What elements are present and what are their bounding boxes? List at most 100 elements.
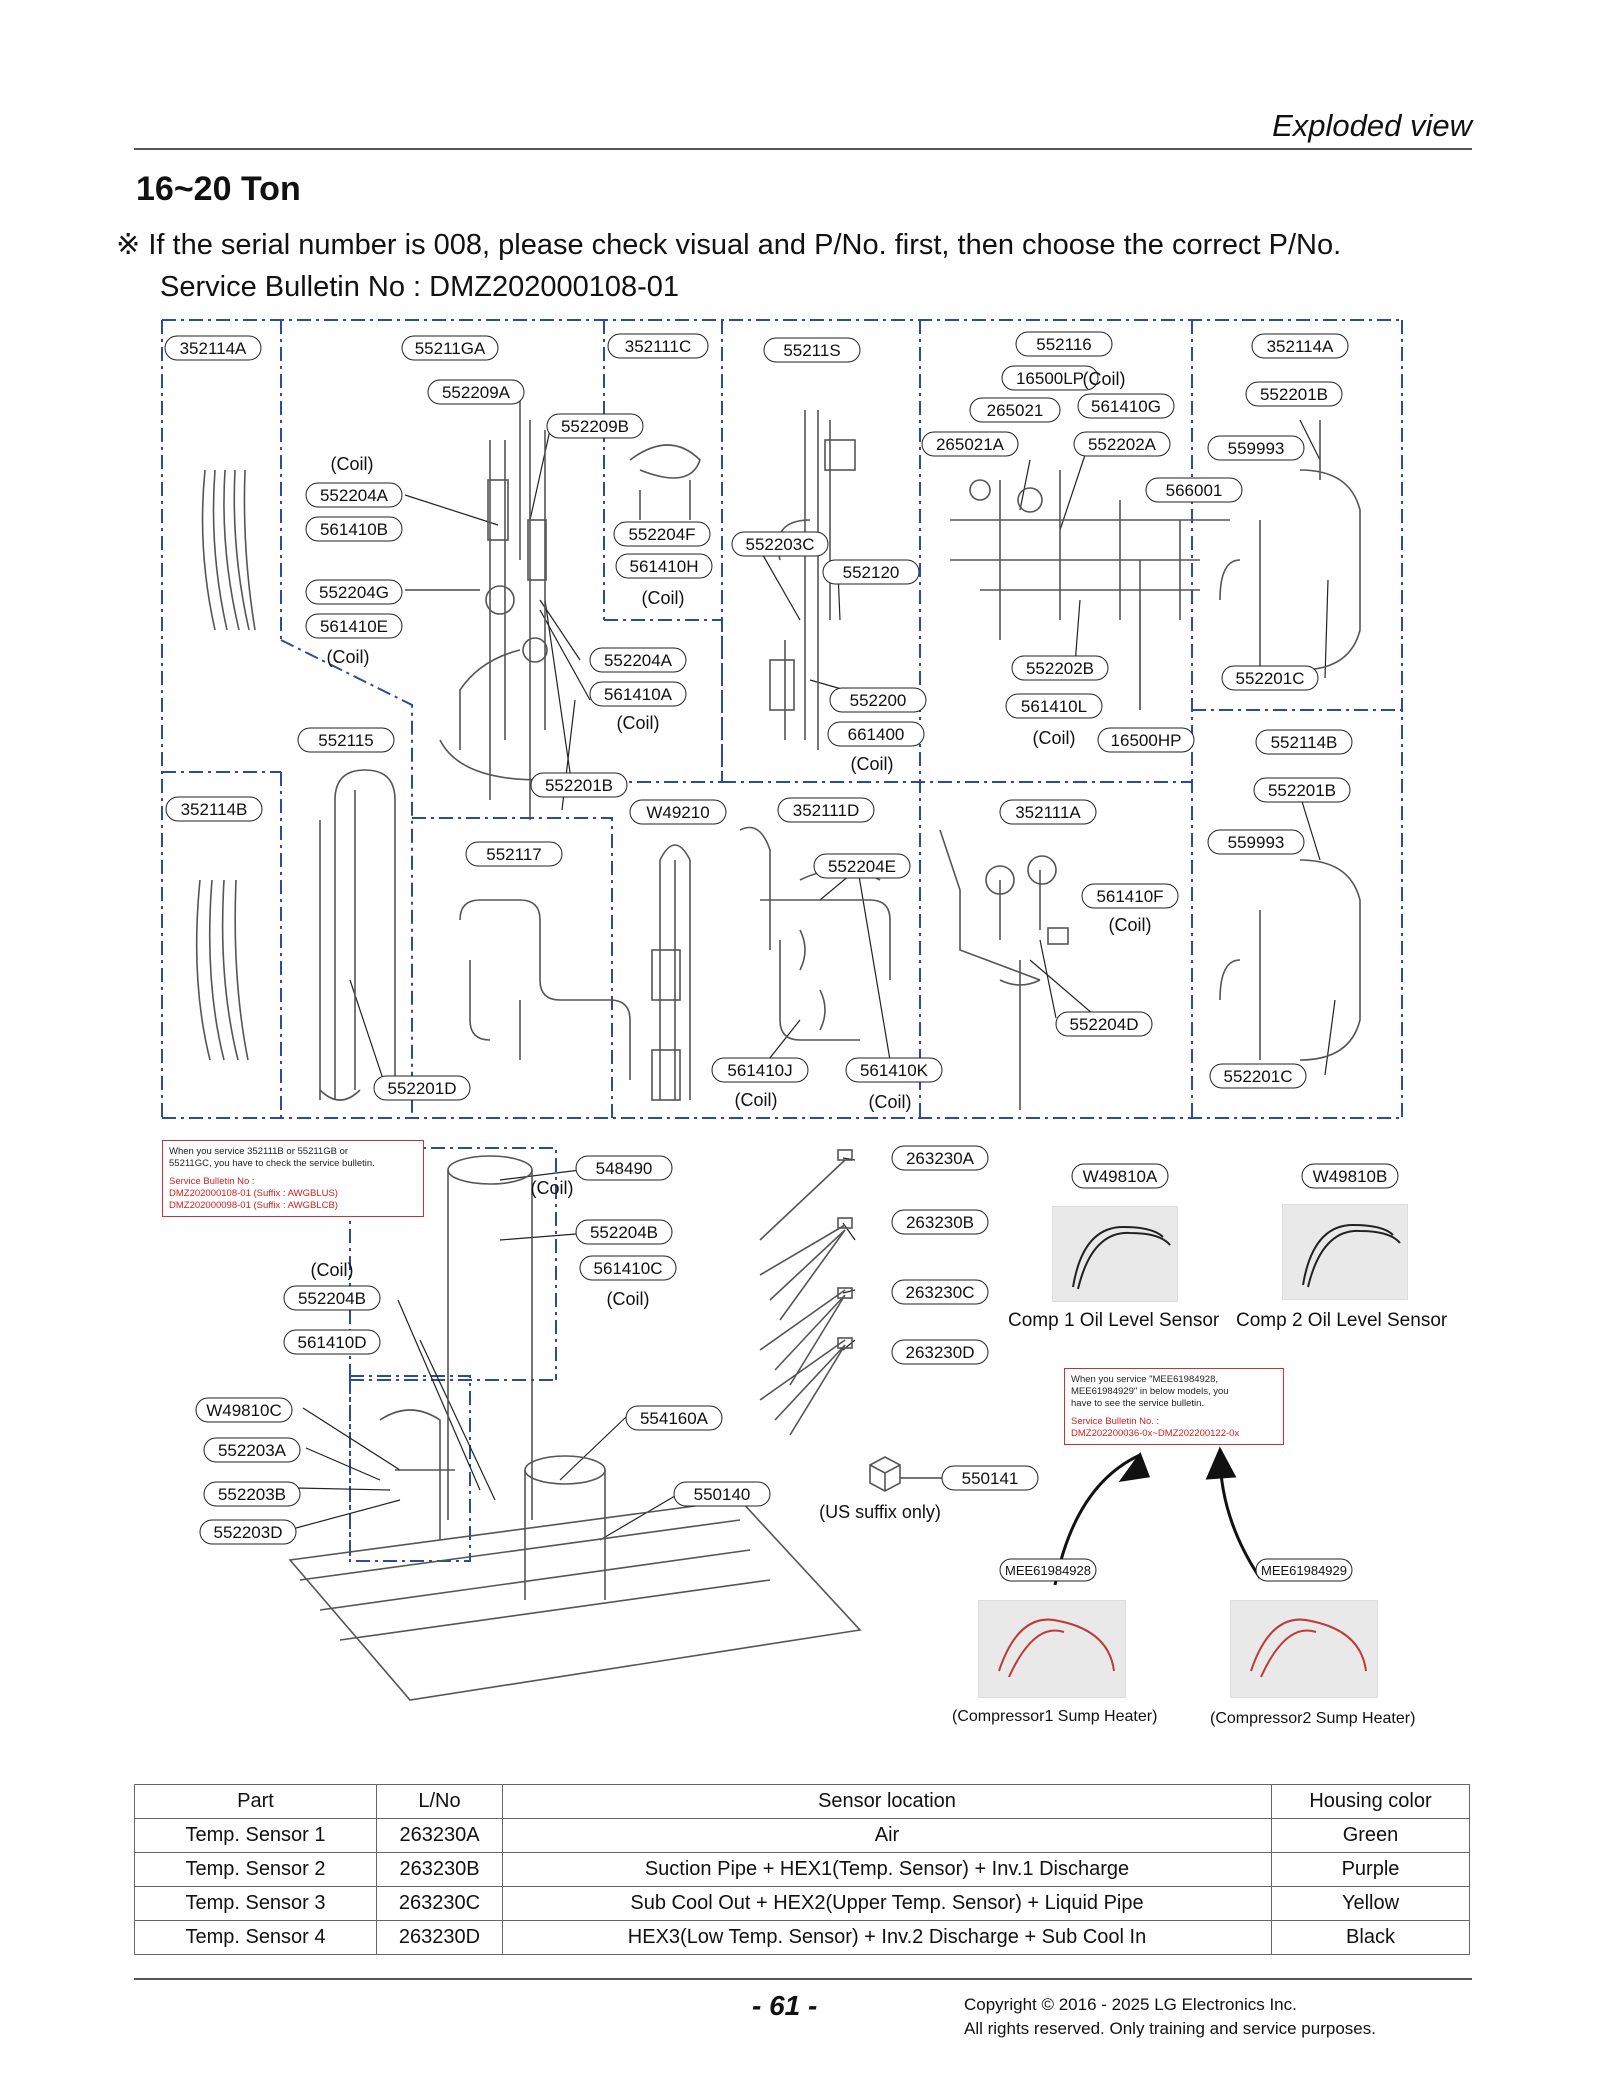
bulletin-number: DMZ202000098-01 (Suffix : AWGBLCB) [169, 1199, 338, 1211]
oil-sensor-2-photo [1282, 1204, 1408, 1300]
callout-561410F: 561410F [1081, 883, 1179, 909]
pipe-55211S [769, 410, 856, 750]
svg-text:552116: 552116 [1036, 335, 1091, 354]
callout-559993-bottom: 559993 [1207, 829, 1305, 855]
callout-55211GA: 55211GA [401, 335, 499, 361]
table-row: Temp. Sensor 1 263230A Air Green [134, 1818, 1470, 1853]
svg-text:265021: 265021 [987, 401, 1044, 420]
svg-text:552200: 552200 [850, 691, 907, 710]
coil-label: (Coil) [331, 454, 374, 474]
callout-550140: 550140 [673, 1481, 771, 1507]
manifold-552116 [950, 470, 1230, 710]
sump-heater-2-photo [1230, 1600, 1378, 1698]
callout-552204A-mid: 552204A [589, 647, 687, 673]
svg-text:561410K: 561410K [860, 1061, 929, 1080]
callout-561410K: 561410K [845, 1057, 943, 1083]
pipe-552115 [319, 769, 396, 1101]
oil-sensor-2-caption: Comp 2 Oil Level Sensor [1236, 1310, 1448, 1331]
svg-text:552201B: 552201B [1268, 781, 1336, 800]
callout-552204F: 552204F [613, 521, 711, 547]
svg-text:16500HP: 16500HP [1111, 731, 1182, 750]
svg-text:552203A: 552203A [218, 1441, 287, 1460]
callout-352111C: 352111C [607, 333, 709, 359]
section-header: Exploded view [1272, 108, 1472, 143]
coil-label: (Coil) [642, 588, 685, 608]
callout-561410E: 561410E [305, 613, 403, 639]
bulletin-number-label: Service Bulletin No : [169, 1175, 255, 1187]
svg-text:552120: 552120 [843, 563, 900, 582]
callout-263230B: 263230B [891, 1209, 989, 1235]
table-cell: Yellow [1271, 1886, 1470, 1921]
table-cell: 263230C [376, 1886, 503, 1921]
callout-552201B-right: 552201B [1253, 777, 1351, 803]
svg-text:552201C: 552201C [1235, 669, 1304, 688]
serial-note: ※ If the serial number is 008, please ch… [116, 229, 1342, 261]
callout-552201C-bottom: 552201C [1209, 1063, 1307, 1089]
svg-text:263230D: 263230D [905, 1343, 974, 1362]
callout-561410L: 561410L [1005, 693, 1103, 719]
table-cell: Suction Pipe + HEX1(Temp. Sensor) + Inv.… [502, 1852, 1272, 1887]
callout-352114A-right: 352114A [1251, 333, 1349, 359]
page-title: 16~20 Ton [136, 170, 301, 208]
service-bulletin-note: Service Bulletin No : DMZ202000108-01 [160, 271, 680, 303]
callout-561410D: 561410D [283, 1329, 381, 1355]
callout-352111A: 352111A [999, 799, 1097, 825]
callout-55211S: 55211S [763, 337, 861, 363]
callout-552115: 552115 [297, 727, 395, 753]
svg-text:55211S: 55211S [783, 341, 840, 360]
svg-text:16500LP: 16500LP [1016, 369, 1084, 388]
table-cell: Temp. Sensor 3 [134, 1886, 377, 1921]
svg-text:561410G: 561410G [1091, 397, 1161, 416]
svg-text:265021A: 265021A [936, 435, 1005, 454]
leader-lines [295, 400, 1336, 1541]
coil-label: (Coil) [327, 647, 370, 667]
callout-263230A: 263230A [891, 1145, 989, 1171]
table-cell: HEX3(Low Temp. Sensor) + Inv.2 Discharge… [502, 1920, 1272, 1955]
bulletin-number-label: Service Bulletin No. : [1071, 1415, 1160, 1427]
table-row: Temp. Sensor 3 263230C Sub Cool Out + HE… [134, 1886, 1470, 1921]
copyright: Copyright © 2016 - 2025 LG Electronics I… [964, 1993, 1376, 2041]
svg-text:552202B: 552202B [1026, 659, 1094, 678]
valve-assembly-55211GA [439, 420, 548, 820]
sump-heater-1-caption: (Compressor1 Sump Heater) [952, 1708, 1158, 1725]
coil-label: (Coil) [607, 1289, 650, 1309]
svg-text:561410B: 561410B [320, 520, 388, 539]
svg-text:552204B: 552204B [590, 1223, 658, 1242]
svg-text:559993: 559993 [1228, 833, 1285, 852]
callout-W49210: W49210 [629, 799, 727, 825]
svg-text:552203D: 552203D [213, 1523, 282, 1542]
callout-W49810B: W49810B [1301, 1163, 1399, 1189]
callout-MEE61984929: MEE61984929 [1255, 1558, 1353, 1582]
svg-text:548490: 548490 [596, 1159, 653, 1178]
coil-label: (Coil) [869, 1092, 912, 1112]
svg-text:W49210: W49210 [646, 803, 709, 822]
table-header-row: Part L/No Sensor location Housing color [134, 1784, 1470, 1819]
sump-heater-2-caption: (Compressor2 Sump Heater) [1210, 1710, 1416, 1727]
callout-561410G: 561410G [1077, 393, 1175, 419]
svg-text:552204E: 552204E [828, 857, 896, 876]
callout-552203B: 552203B [203, 1481, 301, 1507]
svg-text:552209A: 552209A [442, 383, 511, 402]
accumulator-top [1219, 420, 1361, 671]
callout-561410C: 561410C [579, 1255, 677, 1281]
callout-552204B-left: 552204B [283, 1285, 381, 1311]
callout-554160A: 554160A [625, 1405, 723, 1431]
sump-heater-1-photo [978, 1600, 1126, 1698]
temp-sensor-table: Part L/No Sensor location Housing color … [134, 1784, 1470, 1955]
table-row: Temp. Sensor 4 263230D HEX3(Low Temp. Se… [134, 1920, 1470, 1955]
column-header: Sensor location [502, 1784, 1272, 1819]
svg-text:550140: 550140 [694, 1485, 751, 1504]
table-cell: Temp. Sensor 2 [134, 1852, 377, 1887]
callout-16500LP: 16500LP [1001, 365, 1099, 391]
callout-566001: 566001 [1145, 477, 1243, 503]
svg-text:55211GA: 55211GA [415, 339, 486, 358]
callout-552202A: 552202A [1073, 431, 1171, 457]
copyright-line: Copyright © 2016 - 2025 LG Electronics I… [964, 1995, 1297, 2014]
callout-552209A: 552209A [427, 379, 525, 405]
callout-labels: 352114A 55211GA 552209A 552209B 352111C … [164, 331, 1399, 1582]
callout-552204D: 552204D [1055, 1011, 1153, 1037]
assembly-352111A [939, 829, 1069, 1110]
svg-text:561410A: 561410A [604, 685, 673, 704]
svg-text:561410C: 561410C [593, 1259, 662, 1278]
